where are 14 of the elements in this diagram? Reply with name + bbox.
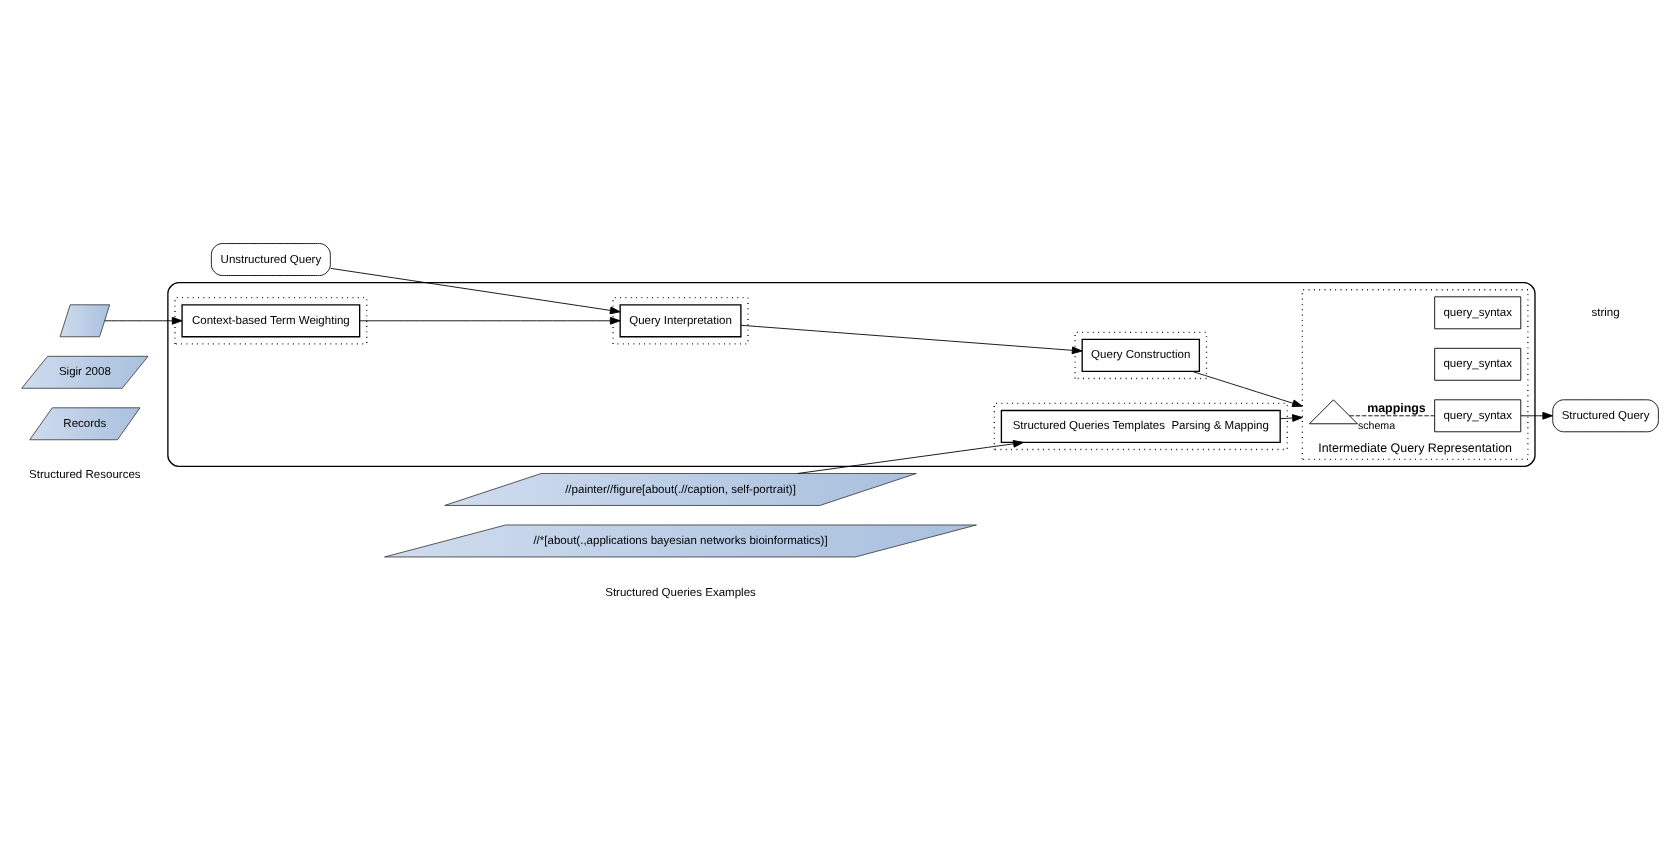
arrow bbox=[359, 315, 621, 324]
cluster bbox=[1074, 330, 1208, 379]
arrow bbox=[1279, 413, 1303, 421]
cluster bbox=[174, 296, 368, 344]
connector bbox=[1349, 414, 1435, 416]
arrow bbox=[330, 266, 621, 314]
arrow bbox=[740, 323, 1083, 354]
node-parallelogram bbox=[59, 303, 111, 337]
arrow bbox=[797, 438, 1024, 473]
arrow bbox=[104, 315, 183, 324]
arrow bbox=[1520, 410, 1554, 419]
node-picture bbox=[1309, 398, 1358, 424]
arrow bbox=[1191, 370, 1303, 406]
cluster bbox=[612, 296, 749, 344]
